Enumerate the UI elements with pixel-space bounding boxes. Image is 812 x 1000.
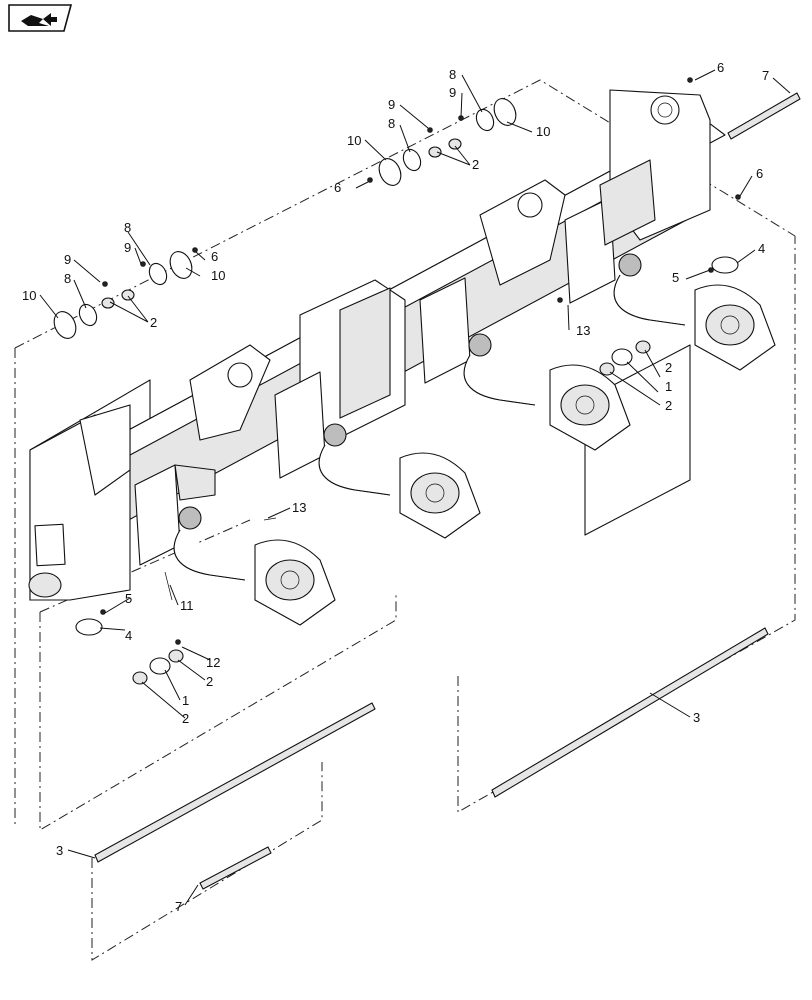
callout-2: 2: [150, 315, 157, 330]
callout-12: 12: [206, 655, 220, 670]
next-page-button[interactable]: [6, 4, 74, 32]
seed-meters: [254, 284, 776, 626]
callout-6: 6: [717, 60, 724, 75]
callout-13: 13: [292, 500, 306, 515]
callout-10: 10: [22, 288, 36, 303]
callout-8: 8: [64, 271, 71, 286]
callout-2: 2: [665, 398, 672, 413]
leader-lines: [39, 69, 791, 906]
callout-8: 8: [124, 220, 131, 235]
callout-1: 1: [665, 379, 672, 394]
callout-3: 3: [693, 710, 700, 725]
callout-9: 9: [388, 97, 395, 112]
callout-10: 10: [536, 124, 550, 139]
callout-4: 4: [758, 241, 765, 256]
callout-7: 7: [762, 68, 769, 83]
callout-9: 9: [449, 85, 456, 100]
callout-6: 6: [211, 249, 218, 264]
callout-4: 4: [125, 628, 132, 643]
next-page-icon: [8, 4, 73, 32]
gearboxes: [178, 253, 642, 530]
callout-9: 9: [124, 240, 131, 255]
callout-6: 6: [334, 180, 341, 195]
row-unit-brackets: [134, 159, 656, 566]
callout-2: 2: [472, 157, 479, 172]
callout-10: 10: [347, 133, 361, 148]
callout-labels: 10 8 9 2 8 9 6 10 10 6 8 9 2 8 9 10 6 7 …: [22, 60, 769, 914]
drive-hoses: [173, 274, 686, 581]
callout-13: 13: [576, 323, 590, 338]
callout-2: 2: [182, 711, 189, 726]
hardware-right: [367, 77, 741, 376]
callout-2: 2: [206, 674, 213, 689]
callout-2: 2: [665, 360, 672, 375]
mounting-plates: [79, 179, 691, 536]
callout-7: 7: [175, 899, 182, 914]
callout-1: 1: [182, 693, 189, 708]
callout-3: 3: [56, 843, 63, 858]
callout-10: 10: [211, 268, 225, 283]
callout-11: 11: [180, 598, 194, 613]
callout-8: 8: [388, 116, 395, 131]
callout-9: 9: [64, 252, 71, 267]
callout-8: 8: [449, 67, 456, 82]
callout-5: 5: [672, 270, 679, 285]
callout-6: 6: [756, 166, 763, 181]
hex-shafts: [94, 92, 801, 890]
callout-5: 5: [125, 591, 132, 606]
hardware-left: [53, 247, 277, 685]
